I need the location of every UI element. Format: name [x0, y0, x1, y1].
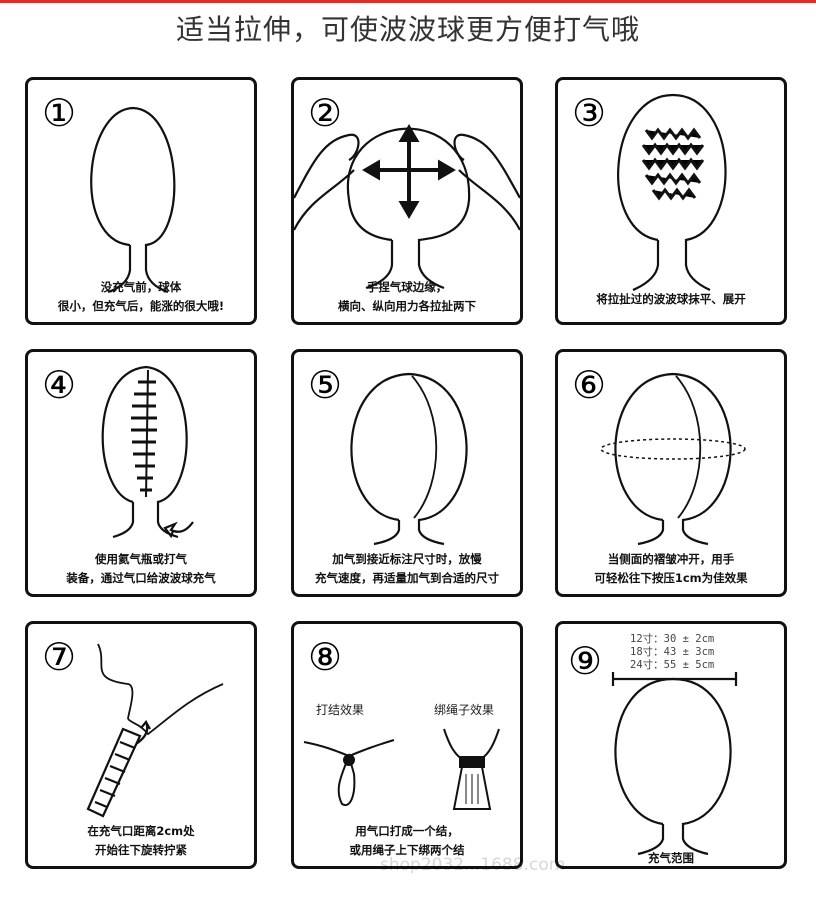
step-8-caption: 用气口打成一个结，或用绳子上下绑两个结: [349, 824, 465, 857]
step-number-badge: ⑦: [42, 635, 76, 679]
step-number-badge: ④: [42, 363, 76, 407]
step-9-panel: ⑨ 12寸：30 ± 2cm 18寸：43 ± 3cm 24寸：55 ± 5cm…: [555, 621, 787, 869]
step-number-badge: ⑨: [568, 639, 602, 683]
step-6-panel: ⑥ 当侧面的褶皱冲开，用手可轻松往下按压1cm为佳效果: [555, 349, 787, 597]
step-number-badge: ①: [42, 91, 76, 135]
step-4-caption: 使用氦气瓶或打气装备，通过气口给波波球充气: [66, 552, 216, 585]
curved-arrow-icon: [163, 521, 194, 539]
step-2-illustration: ②: [294, 91, 520, 290]
stretch-arrows-icon: [362, 124, 456, 219]
step-6-caption: 当侧面的褶皱冲开，用手可轻松往下按压1cm为佳效果: [594, 552, 748, 585]
balloon-seam-line: [411, 375, 438, 519]
deflated-balloon-icon: [90, 106, 176, 294]
step-5-panel: ⑤ 加气到接近标注尺寸时，放慢充气速度，再适量加气到合适的尺寸: [291, 349, 523, 597]
step-1-caption: 没充气前，球体很小，但充气后，能涨的很大哦!: [57, 280, 225, 313]
step-5-caption: 加气到接近标注尺寸时，放慢充气速度，再适量加气到合适的尺寸: [315, 552, 499, 585]
step-9-illustration: ⑨ 12寸：30 ± 2cm 18寸：43 ± 3cm 24寸：55 ± 5cm: [568, 632, 738, 856]
step-7-illustration: ⑦: [42, 635, 224, 818]
step-5-illustration: ⑤: [308, 363, 468, 546]
step-1-illustration: ①: [42, 91, 176, 294]
step-1-panel: ① 没充气前，球体很小，但充气后，能涨的很大哦!: [25, 77, 257, 325]
step-9-caption: 充气范围: [648, 851, 694, 865]
step-7-panel: ⑦ 在充气口距离2cm处开始往下旋转拧紧: [25, 621, 257, 869]
step-8-panel: ⑧ 打结效果 绑绳子效果 用气口打成一个结，或用绳子上下绑两个结: [291, 621, 523, 869]
step-number-badge: ⑤: [308, 363, 342, 407]
twisted-neck-icon: [86, 719, 151, 818]
rope-effect-label: 绑绳子效果: [434, 702, 494, 717]
top-accent-line: [0, 0, 816, 3]
step-number-badge: ②: [308, 91, 342, 135]
wrinkle-pattern-icon: [641, 127, 705, 201]
equator-dashed-line: [600, 438, 746, 460]
step-4-panel: ④ 使用氦气瓶或打气装备，通过气口给波波球充气: [25, 349, 257, 597]
knot-example-icon: [303, 739, 395, 807]
step-3-panel: ③ 将拉扯过的波波球抹平、展开: [555, 77, 787, 325]
watermark: shop2032...1688.com: [380, 855, 566, 875]
left-hand-icon: [294, 133, 360, 231]
step-3-illustration: ③: [572, 91, 727, 292]
step-2-panel: ② 手捏气球边缘，横向、纵向用力各拉扯两下: [291, 77, 523, 325]
size-range-18: 18寸：43 ± 3cm: [630, 645, 714, 658]
balloon-seam-line: [675, 375, 702, 519]
step-8-illustration: ⑧ 打结效果 绑绳子效果: [303, 635, 500, 810]
size-range-24: 24寸：55 ± 5cm: [630, 658, 714, 671]
step-4-illustration: ④: [42, 363, 194, 539]
fully-inflated-balloon-icon: [614, 372, 732, 546]
step-7-caption: 在充气口距离2cm处开始往下旋转拧紧: [87, 824, 195, 857]
right-hand-icon: [453, 133, 520, 231]
flattened-balloon-icon: [617, 93, 727, 292]
step-2-caption: 手捏气球边缘，横向、纵向用力各拉扯两下: [338, 280, 476, 313]
step-number-badge: ⑥: [572, 363, 606, 407]
page-title: 适当拉伸，可使波波球更方便打气哦: [175, 13, 640, 46]
crease-seam-icon: [131, 369, 157, 498]
knot-effect-label: 打结效果: [316, 702, 364, 717]
size-range-12: 12寸：30 ± 2cm: [630, 632, 714, 645]
balloon-outline-icon: [346, 127, 471, 290]
step-number-badge: ⑧: [308, 635, 342, 679]
balloon-neck-strings: [97, 643, 224, 736]
balloon-outline-icon: [101, 365, 188, 539]
inflated-balloon-icon: [350, 372, 468, 546]
step-number-badge: ③: [572, 91, 606, 135]
rope-tie-example-icon: [443, 728, 500, 810]
step-6-illustration: ⑥: [572, 363, 746, 546]
inflated-balloon-icon: [614, 677, 732, 856]
step-3-caption: 将拉扯过的波波球抹平、展开: [596, 292, 746, 306]
